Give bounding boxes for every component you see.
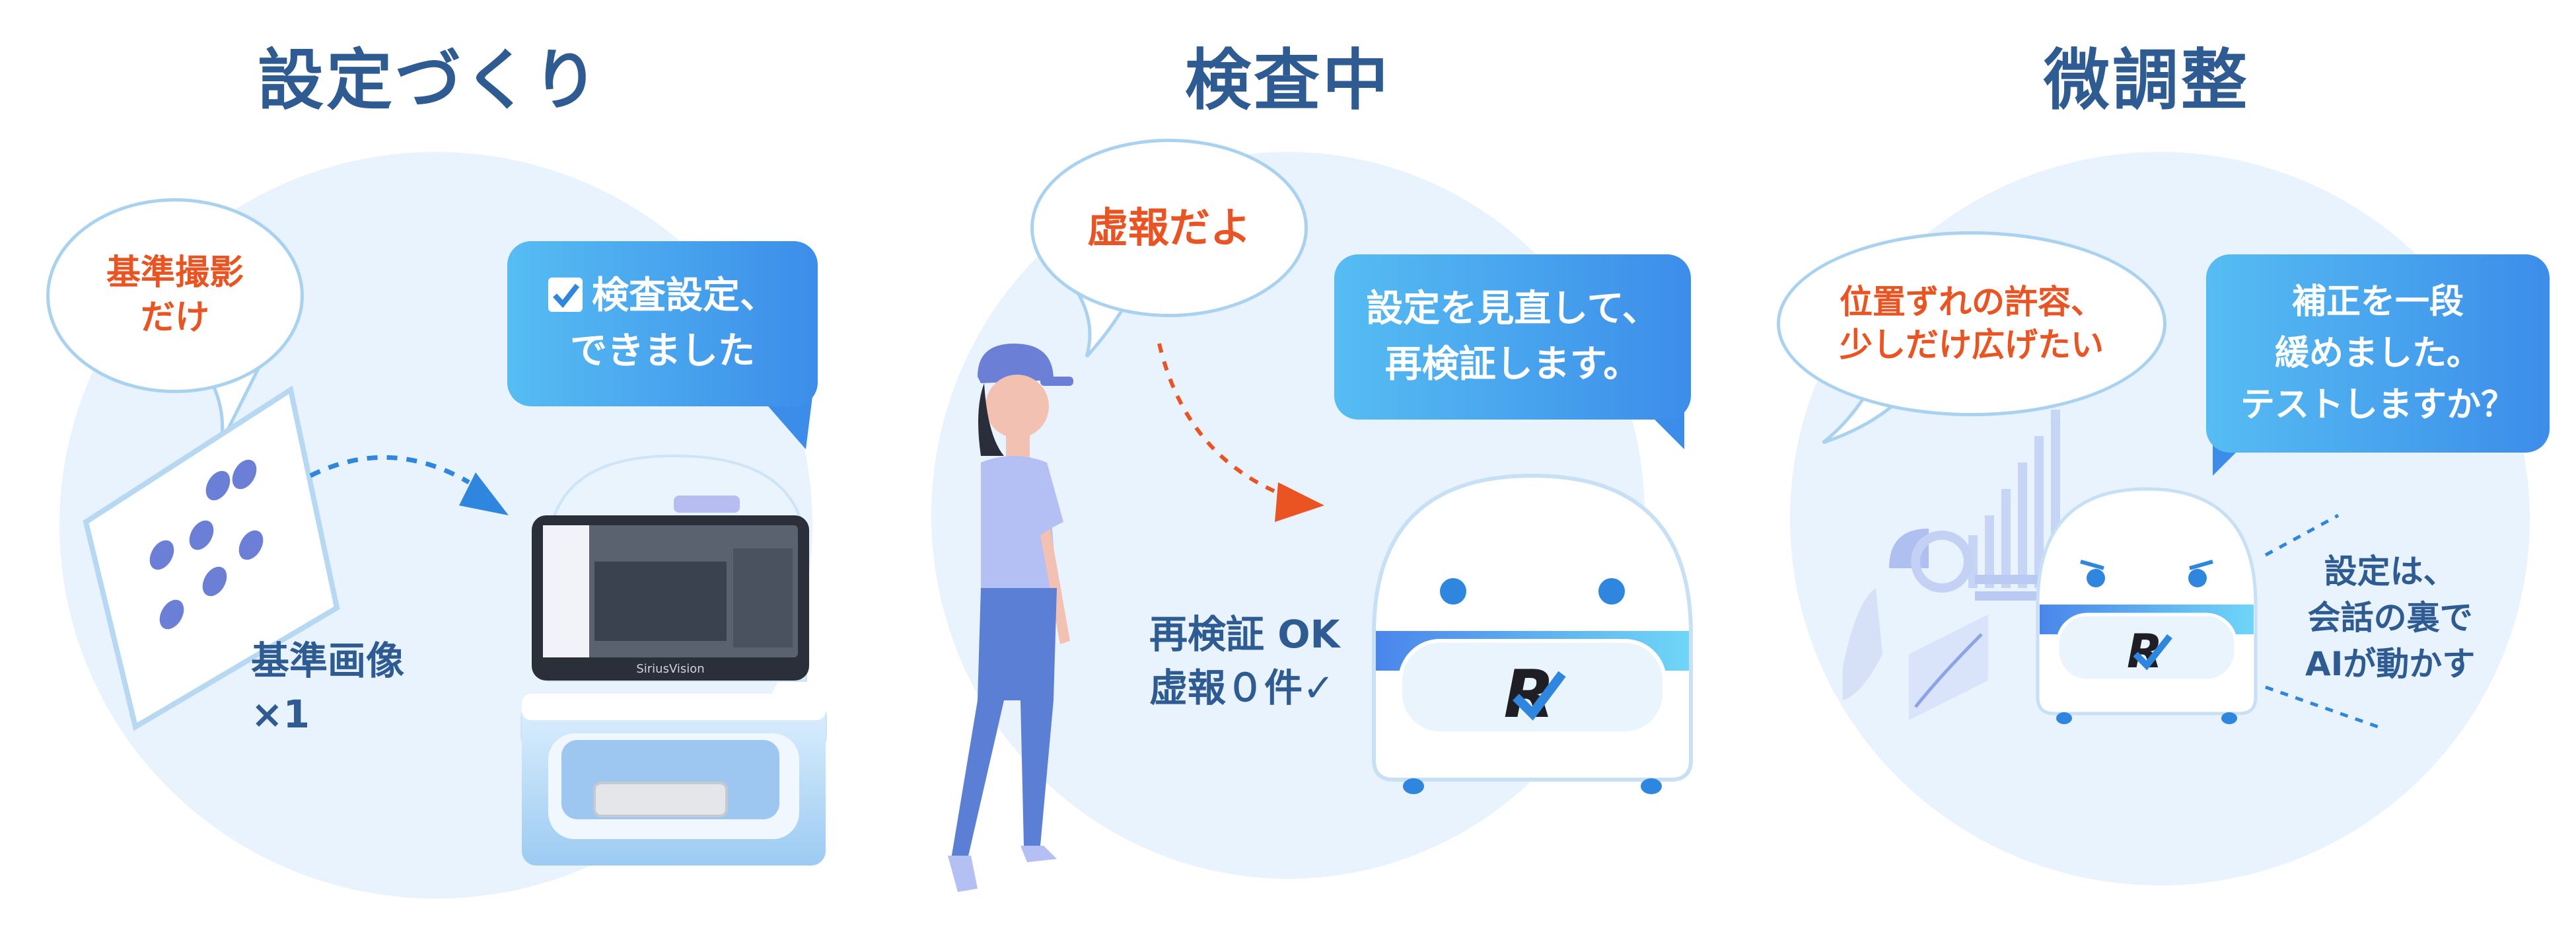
panel-fine-tune: 微調整 位置ずれの許容、 少しだけ広げたい 補正を一段 緩めました。 テストしま… bbox=[1717, 0, 2576, 923]
ai-label-line-3: AIが動かす bbox=[2305, 645, 2476, 683]
panel-title: 微調整 bbox=[2044, 42, 2250, 119]
speech-bubble: 検査設定、 できました bbox=[507, 241, 818, 406]
bubble-line-3: テストしますか？ bbox=[2240, 385, 2515, 425]
cloud-line: 少しだけ広げたい bbox=[1840, 326, 2104, 364]
bubble-line-2: 緩めました。 bbox=[2274, 334, 2481, 373]
cloud-line: 位置ずれの許容、 bbox=[1840, 283, 2104, 321]
panel-setup: 設定づくり 基準撮影 だけ 基準画像 ×1 検査設定、 できました bbox=[0, 0, 859, 923]
cloud-line: 基準撮影 bbox=[106, 252, 244, 293]
inspection-device-icon: SiriusVision bbox=[520, 454, 827, 866]
bubble-line-1: 補正を一段 bbox=[2291, 282, 2464, 322]
speech-bubble: 補正を一段 緩めました。 テストしますか？ bbox=[2206, 254, 2550, 453]
ai-label: 設定は、 会話の裏で AIが動かす bbox=[2305, 548, 2475, 687]
checkbox-icon bbox=[548, 278, 583, 312]
svg-text:SiriusVision: SiriusVision bbox=[636, 662, 704, 676]
bubble-line-1: 検査設定、 bbox=[548, 268, 777, 324]
bubble-text: 検査設定、 bbox=[592, 274, 777, 317]
reference-label-count: ×1 bbox=[251, 692, 310, 737]
cloud-text: 虚報だよ bbox=[1087, 203, 1251, 252]
panel-title: 検査中 bbox=[1185, 42, 1391, 119]
panel-title: 設定づくり bbox=[258, 42, 601, 119]
reference-label-line: 基準画像 bbox=[251, 638, 405, 683]
ai-label-line-1: 設定は、 bbox=[2324, 552, 2456, 591]
thought-cloud: 基準撮影 だけ bbox=[46, 198, 304, 393]
bubble-line-1: 設定を見直して、 bbox=[1366, 287, 1659, 330]
robot-icon: R bbox=[1372, 473, 1693, 794]
cloud-line: だけ bbox=[140, 297, 209, 338]
bubble-tail bbox=[760, 396, 812, 449]
dashed-arrow bbox=[309, 455, 509, 515]
reference-sheet-icon bbox=[83, 385, 340, 731]
dashed-arrow bbox=[1157, 343, 1324, 522]
thought-cloud: 虚報だよ bbox=[1030, 139, 1308, 317]
dashed-accent bbox=[2264, 513, 2340, 557]
thought-cloud: 位置ずれの許容、 少しだけ広げたい bbox=[1777, 231, 2166, 416]
status-label: 再検証 OK 虚報０件✓ bbox=[1149, 608, 1340, 715]
robot-icon: R bbox=[2036, 487, 2258, 724]
dashed-accent bbox=[2265, 685, 2379, 729]
bubble-line-2: 再検証します。 bbox=[1384, 343, 1641, 386]
ai-label-line-2: 会話の裏で bbox=[2307, 599, 2473, 637]
status-line-2: 虚報０件✓ bbox=[1149, 665, 1335, 711]
person-icon bbox=[948, 344, 1073, 892]
status-line-1: 再検証 OK bbox=[1149, 612, 1340, 657]
panel-inspection: 検査中 虚報だよ 設定を見直して、 再検証します。 再検証 OK 虚報 bbox=[859, 0, 1717, 923]
reference-label: 基準画像 ×1 bbox=[251, 634, 404, 741]
bubble-line-2: できました bbox=[570, 330, 755, 373]
speech-bubble: 設定を見直して、 再検証します。 bbox=[1334, 254, 1691, 420]
